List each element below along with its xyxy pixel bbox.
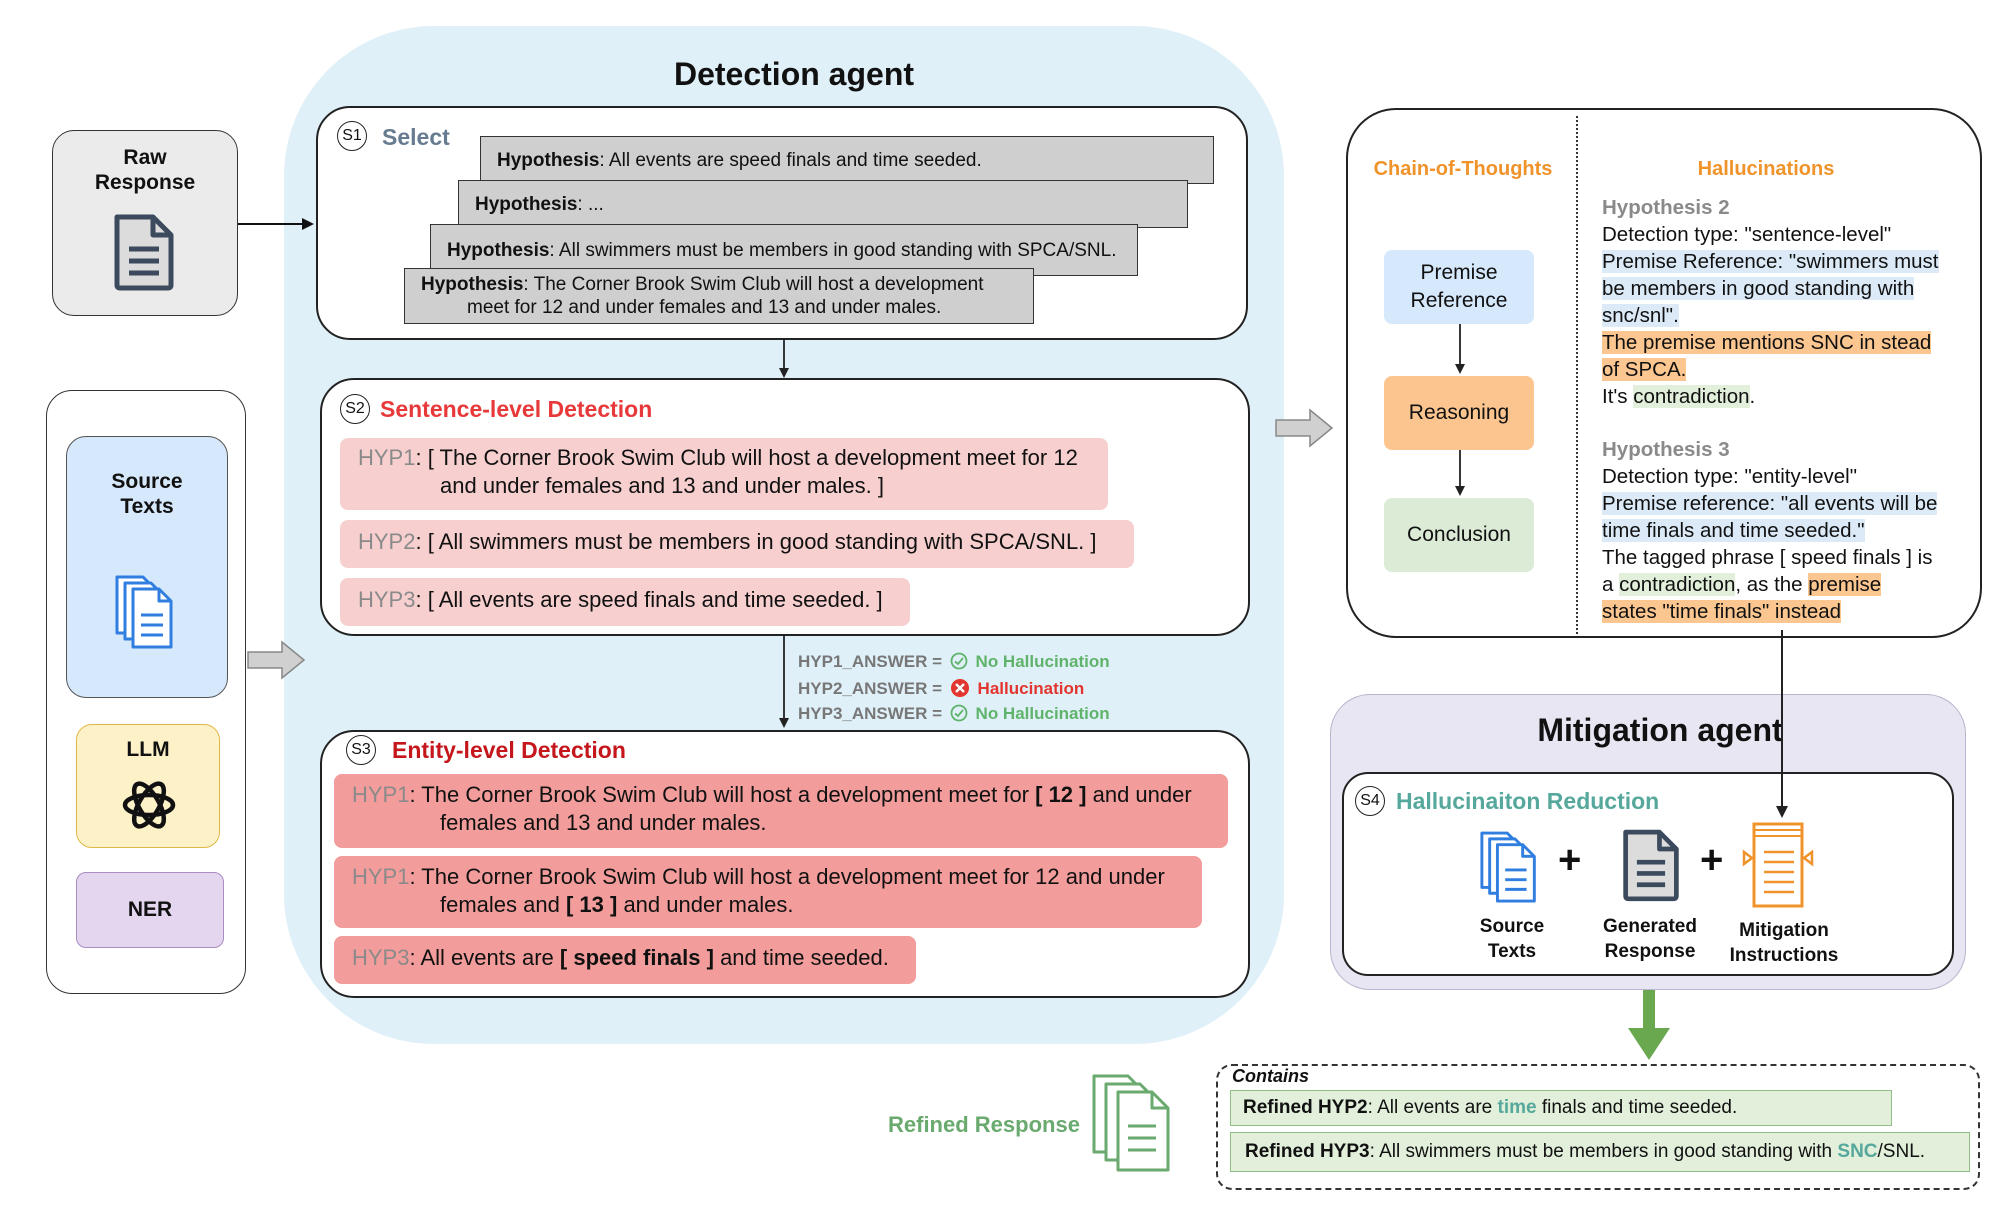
hypothesis-card-1: Hypothesis: All events are speed finals … <box>480 136 1214 184</box>
s2-number: S2 <box>340 394 370 424</box>
conclusion-step: Conclusion <box>1384 498 1534 572</box>
source-texts-label-1: Source <box>111 470 183 493</box>
refined-contains-box <box>1216 1064 1980 1190</box>
check-icon <box>950 704 968 722</box>
source-texts-label-2: Texts <box>120 495 174 518</box>
hallucination-details: Hypothesis 2 Detection type: "sentence-l… <box>1602 194 1972 625</box>
reasoning-step: Reasoning <box>1384 376 1534 450</box>
arrow-inputs-to-detection <box>247 640 306 680</box>
source-texts-icon <box>1480 831 1536 903</box>
raw-response-label-2: Response <box>94 171 196 194</box>
hypothesis-card-4: Hypothesis: The Corner Brook Swim Club w… <box>404 268 1034 324</box>
refined-hyp2-row: Refined HYP2: All events are time finals… <box>1230 1090 1892 1126</box>
files-icon <box>115 575 173 649</box>
check-icon <box>950 652 968 670</box>
panel-divider <box>1576 116 1578 634</box>
plus-sign-2: + <box>1700 838 1724 882</box>
arrow-raw-to-select <box>238 218 314 230</box>
raw-response-label-1: Raw <box>123 146 167 169</box>
ner-label: NER <box>127 898 173 921</box>
ner-box: NER <box>76 872 224 948</box>
arrow-mitigation-to-refined <box>1628 990 1670 1060</box>
hypothesis-3-title: Hypothesis 3 <box>1602 438 1730 461</box>
answer-row-1: HYP1_ANSWER = No Hallucination <box>798 652 1110 671</box>
refined-response-icon <box>1092 1074 1170 1172</box>
s2-hyp3-row: HYP3: [ All events are speed finals and … <box>340 578 910 626</box>
s3-hyp3-row: HYP3: All events are [ speed finals ] an… <box>334 936 916 984</box>
answer-row-3: HYP3_ANSWER = No Hallucination <box>798 704 1110 723</box>
arrow-s1-s2 <box>779 340 789 378</box>
s3-hyp1b-row: HYP1: The Corner Brook Swim Club will ho… <box>334 856 1202 928</box>
cot-title: Chain-of-Thoughts <box>1373 158 1553 180</box>
s4-number: S4 <box>1355 786 1385 816</box>
llm-box: LLM <box>76 724 220 848</box>
s3-hyp1-row: HYP1: The Corner Brook Swim Club will ho… <box>334 774 1228 848</box>
document-icon <box>114 214 174 291</box>
s2-hyp1-row: HYP1: [ The Corner Brook Swim Club will … <box>340 438 1108 510</box>
refined-response-label: Refined Response <box>888 1112 1080 1137</box>
contains-label: Contains <box>1232 1066 1310 1086</box>
generated-response-icon <box>1623 829 1679 902</box>
refined-hyp3-row: Refined HYP3: All swimmers must be membe… <box>1230 1132 1970 1172</box>
hypothesis-card-2: Hypothesis: ... <box>458 180 1188 228</box>
llm-label: LLM <box>126 738 170 761</box>
cross-icon <box>950 679 969 697</box>
hypothesis-card-3: Hypothesis: All swimmers must be members… <box>430 224 1138 276</box>
arrow-s2-s3 <box>779 636 789 728</box>
mitigation-instructions-icon <box>1742 822 1814 908</box>
arrow-detection-to-cot <box>1275 408 1334 448</box>
mitigation-agent-title: Mitigation agent <box>1537 712 1783 748</box>
source-texts-box: Source Texts <box>66 436 228 698</box>
s3-title: Entity-level Detection <box>392 737 626 763</box>
s2-title: Sentence-level Detection <box>380 396 653 422</box>
hallucinations-title: Hallucinations <box>1697 158 1835 180</box>
arrow-reasoning-conclusion <box>1455 450 1465 496</box>
raw-response-box: Raw Response <box>52 130 238 316</box>
s1-title: Select <box>382 124 450 150</box>
openai-icon <box>122 781 176 829</box>
arrow-premise-reasoning <box>1455 324 1465 374</box>
detection-agent-title: Detection agent <box>673 56 915 92</box>
s3-number: S3 <box>346 735 376 765</box>
arrow-hallucinations-to-mitigation <box>1776 630 1788 818</box>
s2-hyp2-row: HYP2: [ All swimmers must be members in … <box>340 520 1134 568</box>
hypothesis-2-title: Hypothesis 2 <box>1602 196 1730 219</box>
answer-row-2: HYP2_ANSWER = Hallucination <box>798 679 1085 698</box>
s1-number: S1 <box>337 121 367 151</box>
plus-sign-1: + <box>1558 838 1582 882</box>
s4-title: Hallucinaiton Reduction <box>1396 788 1660 814</box>
